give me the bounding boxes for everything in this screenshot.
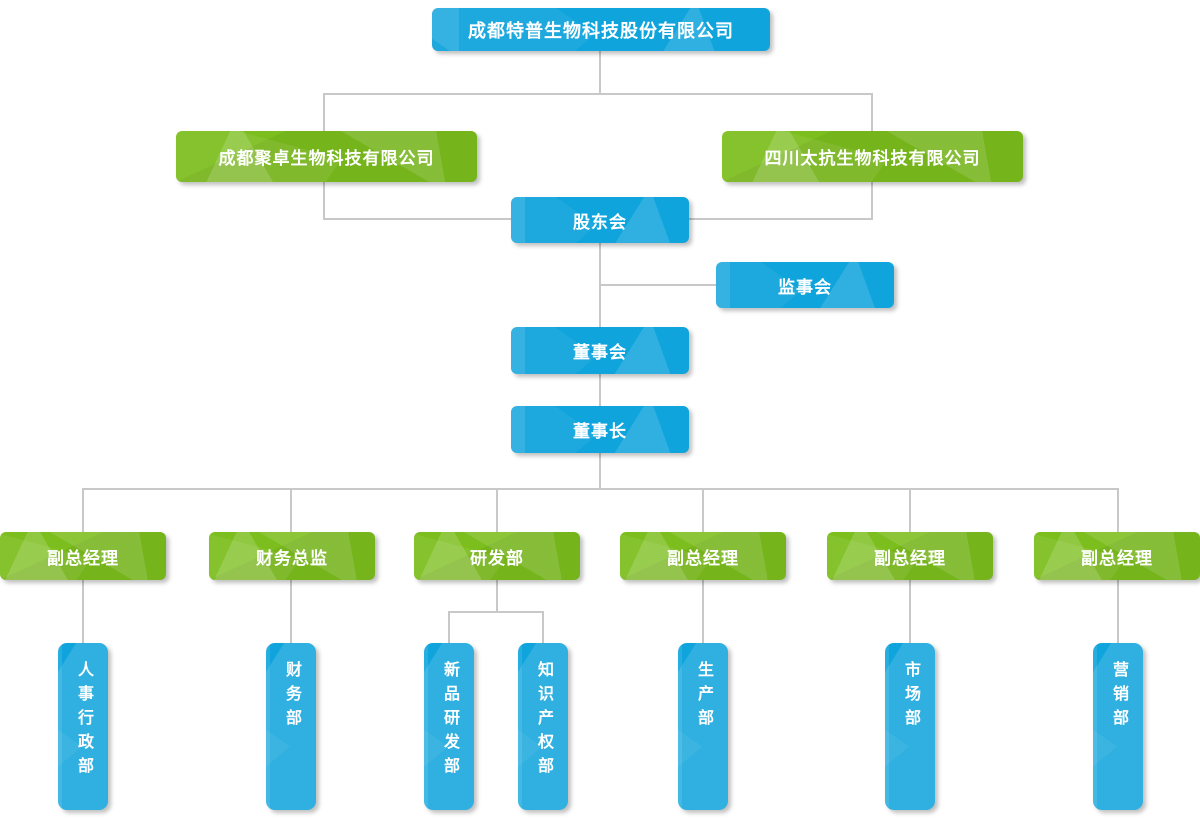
org-node-label: 知识产权部 <box>535 661 552 781</box>
org-node-label: 新品研发部 <box>441 661 458 781</box>
connector-subsidiary-bus <box>323 93 873 95</box>
org-node-supervisory-board: 监事会 <box>716 262 894 308</box>
org-node-dept-hr-admin: 人事行政部 <box>58 643 108 810</box>
connector-exec3-dept-right <box>542 611 544 644</box>
org-node-dept-new-product-rd: 新品研发部 <box>424 643 474 810</box>
org-node-label: 市场部 <box>902 661 919 733</box>
connector-chairman-bus <box>599 453 601 489</box>
connector-supervisory-branch <box>600 284 716 286</box>
org-node-label: 财务总监 <box>256 548 328 568</box>
connector-shareholders-left <box>323 218 512 220</box>
connector-board-chairman <box>599 374 601 406</box>
org-node-label: 营销部 <box>1110 661 1127 733</box>
org-node-label: 股东会 <box>573 212 627 232</box>
connector-drop-exec-5 <box>909 488 911 533</box>
connector-exec5-dept <box>909 580 911 644</box>
connector-drop-exec-4 <box>702 488 704 533</box>
connector-executive-bus <box>83 488 1119 490</box>
connector-subsidiary-right-top <box>871 93 873 131</box>
org-node-label: 监事会 <box>778 277 832 297</box>
connector-exec3-stem <box>496 580 498 613</box>
org-node-executive-3: 研发部 <box>414 532 580 580</box>
connector-exec1-dept <box>82 580 84 644</box>
org-node-executive-4: 副总经理 <box>620 532 786 580</box>
org-node-root: 成都特普生物科技股份有限公司 <box>432 8 770 51</box>
connector-exec3-bar <box>448 611 544 613</box>
connector-exec6-dept <box>1117 580 1119 644</box>
org-node-label: 副总经理 <box>667 548 739 568</box>
org-node-label: 研发部 <box>470 548 524 568</box>
connector-subsidiary-right-bottom <box>871 182 873 220</box>
org-node-label: 成都聚卓生物科技有限公司 <box>218 149 435 168</box>
org-node-label: 四川太抗生物科技有限公司 <box>764 149 981 168</box>
connector-exec2-dept <box>290 580 292 644</box>
org-node-label: 副总经理 <box>47 548 119 568</box>
org-node-executive-6: 副总经理 <box>1034 532 1200 580</box>
connector-drop-exec-2 <box>290 488 292 533</box>
connector-drop-exec-6 <box>1117 488 1119 533</box>
org-node-chairman: 董事长 <box>511 406 689 453</box>
org-node-executive-5: 副总经理 <box>827 532 993 580</box>
org-node-label: 成都特普生物科技股份有限公司 <box>468 20 734 41</box>
org-node-dept-market: 市场部 <box>885 643 935 810</box>
connector-drop-exec-1 <box>82 488 84 533</box>
org-node-dept-intellectual-property: 知识产权部 <box>518 643 568 810</box>
connector-exec4-dept <box>702 580 704 644</box>
org-node-label: 副总经理 <box>874 548 946 568</box>
org-node-subsidiary-left: 成都聚卓生物科技有限公司 <box>176 131 477 182</box>
org-node-label: 董事长 <box>573 422 627 441</box>
connector-shareholders-right <box>688 218 873 220</box>
org-node-label: 财务部 <box>283 661 300 733</box>
org-node-label: 人事行政部 <box>75 661 92 781</box>
org-node-subsidiary-right: 四川太抗生物科技有限公司 <box>722 131 1023 182</box>
org-node-label: 董事会 <box>573 343 627 362</box>
org-node-board-of-directors: 董事会 <box>511 327 689 374</box>
org-node-executive-2: 财务总监 <box>209 532 375 580</box>
org-node-dept-sales: 营销部 <box>1093 643 1143 810</box>
org-node-label: 生产部 <box>695 661 712 733</box>
connector-exec3-dept-left <box>448 611 450 644</box>
org-node-dept-production: 生产部 <box>678 643 728 810</box>
connector-subsidiary-left-bottom <box>323 182 325 220</box>
connector-subsidiary-left-top <box>323 93 325 131</box>
connector-drop-exec-3 <box>496 488 498 533</box>
connector-root-bus <box>599 50 601 93</box>
org-node-executive-1: 副总经理 <box>0 532 166 580</box>
org-node-dept-finance: 财务部 <box>266 643 316 810</box>
org-node-shareholders-meeting: 股东会 <box>511 197 689 243</box>
org-node-label: 副总经理 <box>1081 548 1153 568</box>
